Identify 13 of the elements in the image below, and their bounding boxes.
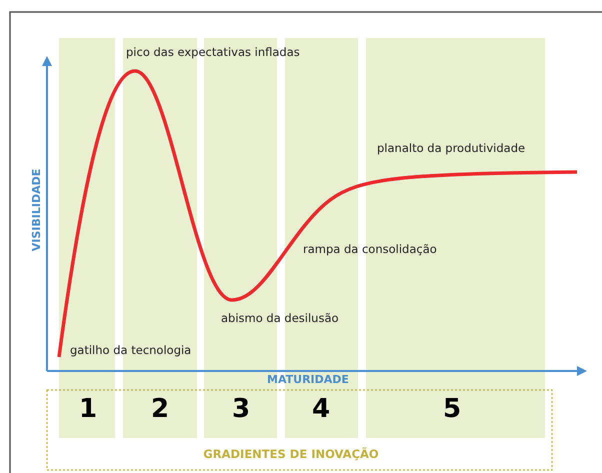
gradient-caption: GRADIENTES DE INOVAÇÃO xyxy=(203,447,379,461)
phase-label: pico das expectativas infladas xyxy=(126,45,300,59)
phase-label: planalto da produtividade xyxy=(377,141,526,155)
axis-label: MATURIDADE xyxy=(267,373,349,387)
phase-label: gatilho da tecnologia xyxy=(70,343,192,357)
axis-label: VISIBILIDADE xyxy=(30,168,44,252)
phase-number: 1 xyxy=(78,394,98,424)
phase-number: 4 xyxy=(312,394,330,424)
phase-number: 3 xyxy=(232,394,250,424)
phase-number: 2 xyxy=(150,394,170,424)
phase-number: 5 xyxy=(442,394,462,424)
phase-label: abismo da desilusão xyxy=(221,311,339,325)
phase-label: rampa da consolidação xyxy=(303,242,437,256)
